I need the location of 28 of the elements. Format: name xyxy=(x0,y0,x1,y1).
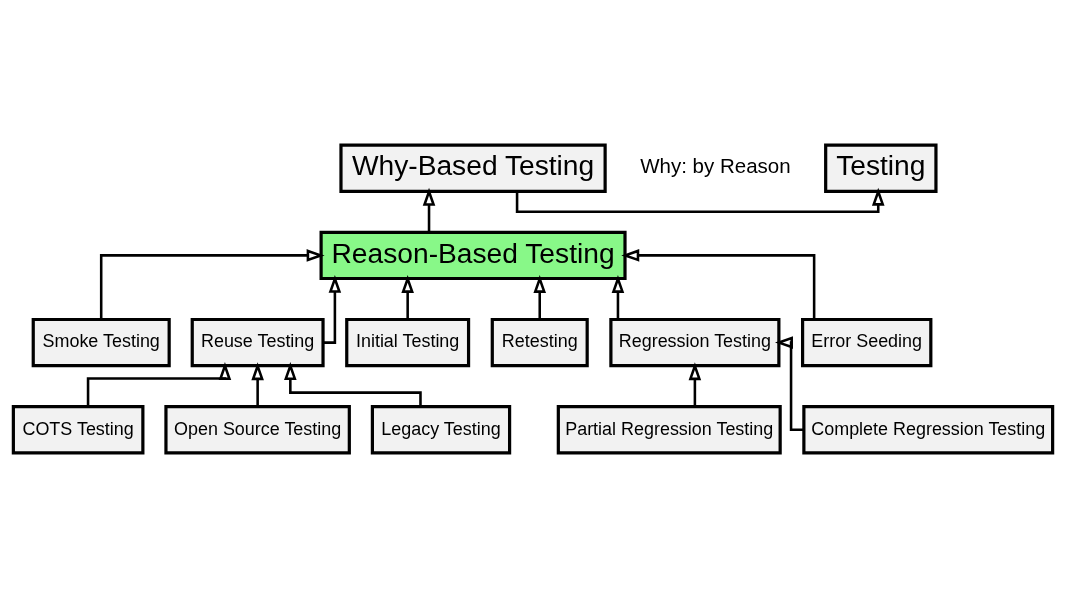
node-box: Testing xyxy=(824,143,938,193)
node-box: Regression Testing xyxy=(609,317,781,368)
node-box: Reason-Based Testing xyxy=(319,230,627,281)
node-box: Complete Regression Testing xyxy=(802,405,1055,455)
arrow xyxy=(284,361,422,407)
node-box: Reuse Testing xyxy=(190,317,325,368)
arrow xyxy=(401,274,414,320)
arrow xyxy=(515,187,885,214)
arrow xyxy=(86,362,232,407)
node-box: Initial Testing xyxy=(345,317,471,368)
arrow xyxy=(323,274,342,344)
arrow xyxy=(533,274,547,320)
node-box: Partial Regression Testing xyxy=(556,405,782,455)
arrow xyxy=(688,362,702,407)
node-box: Open Source Testing xyxy=(164,405,351,455)
node-box: COTS Testing xyxy=(11,405,145,455)
arrow xyxy=(611,274,625,320)
arrow xyxy=(251,362,264,407)
node-box: Retesting xyxy=(490,317,589,368)
arrow xyxy=(621,249,816,320)
arrow xyxy=(775,336,804,432)
node-box: Legacy Testing xyxy=(370,405,512,455)
arrow xyxy=(422,187,436,233)
node-box: Error Seeding xyxy=(801,317,933,368)
node-box: Smoke Testing xyxy=(31,317,171,368)
node-box: Why-Based Testing xyxy=(339,143,607,193)
arrow xyxy=(99,249,325,320)
label: Why: by Reason xyxy=(640,154,791,178)
